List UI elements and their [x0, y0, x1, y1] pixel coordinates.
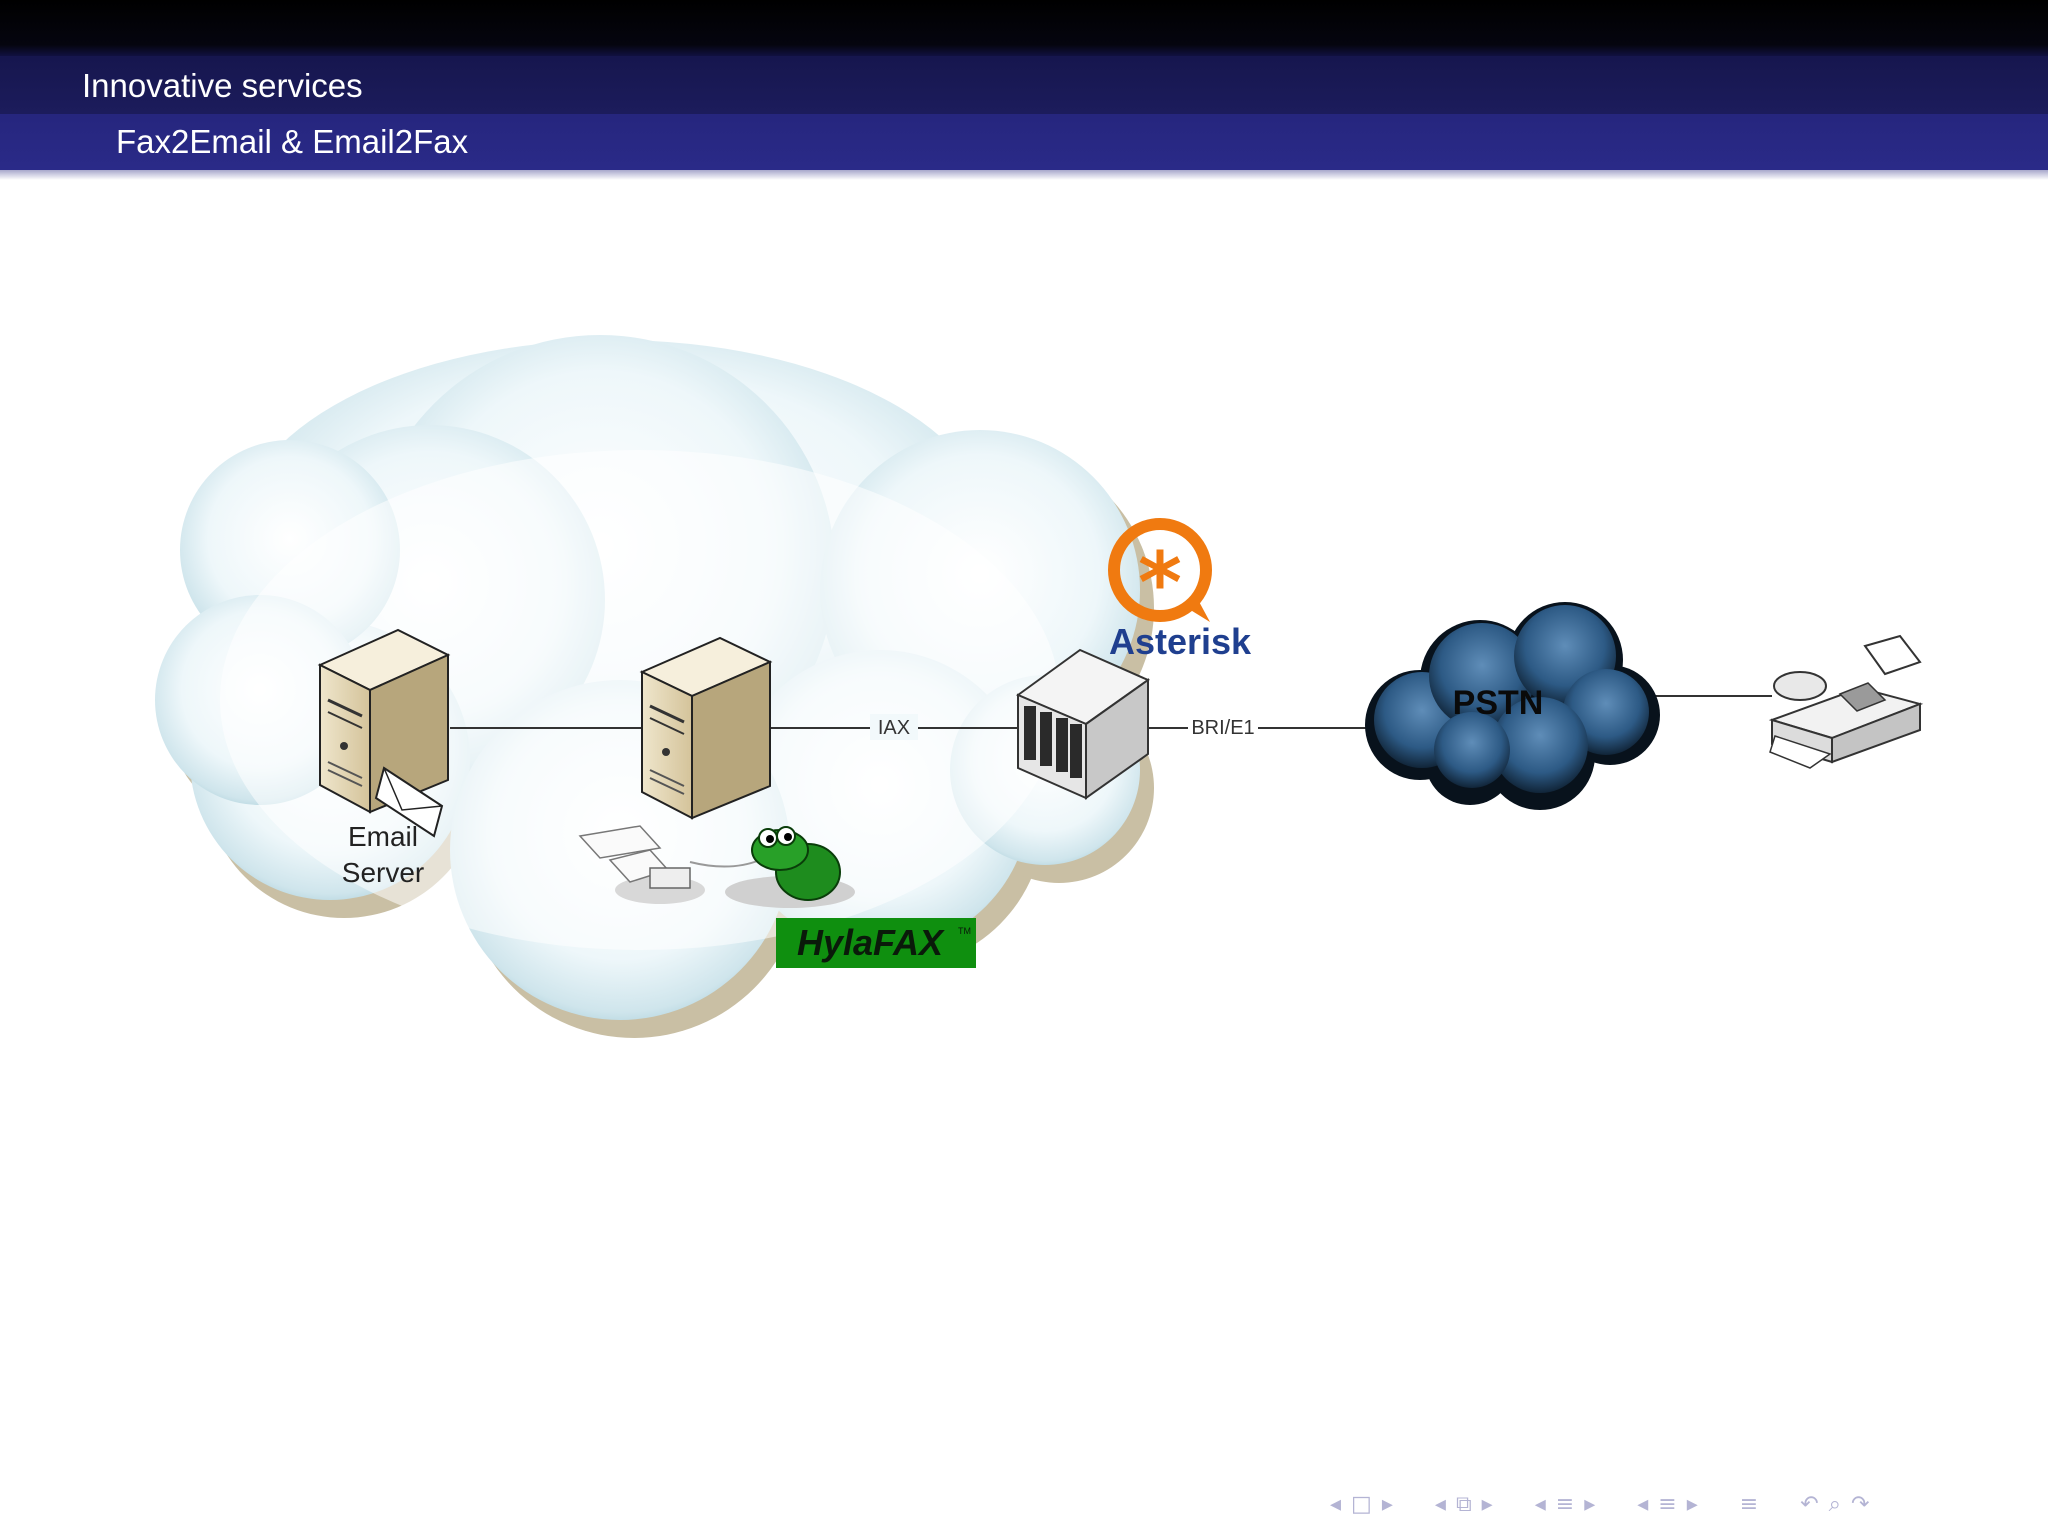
frog-icon: [751, 826, 841, 901]
section-icon[interactable]: ≡: [1555, 1492, 1575, 1517]
toc-icon[interactable]: ≡: [1739, 1492, 1759, 1517]
section-title[interactable]: Innovative services: [82, 67, 363, 104]
envelope-icon: [374, 766, 444, 838]
nav-next-icon[interactable]: ▸: [1686, 1492, 1698, 1517]
asterisk-icon: *: [1138, 534, 1182, 632]
email-server-icon[interactable]: [317, 628, 451, 838]
frame-icon[interactable]: □: [1351, 1492, 1372, 1517]
search-icon[interactable]: ⌕: [1828, 1492, 1841, 1517]
hylafax-logo: HylaFAX TM: [578, 825, 976, 968]
nav-next-icon[interactable]: ▸: [1381, 1492, 1393, 1517]
header-shadow: [0, 170, 2048, 180]
nav-prev-icon[interactable]: ◂: [1534, 1492, 1546, 1517]
iax-label: IAX: [878, 717, 910, 739]
asterisk-pbx-icon[interactable]: [1015, 648, 1151, 800]
subsection-bar: [0, 114, 2048, 170]
asterisk-logo: * Asterisk: [1108, 518, 1252, 662]
bri-e1-label: BRI/E1: [1191, 717, 1254, 739]
hylafax-tm: TM: [958, 926, 971, 936]
hylafax-logo-text: HylaFAX: [797, 922, 945, 963]
nav-prev-icon[interactable]: ◂: [1434, 1492, 1446, 1517]
pstn-label: PSTN: [1453, 684, 1544, 722]
top-bar: [0, 0, 2048, 56]
beamer-navigation: ◂ □ ▸ ◂ ⧉ ▸ ◂ ≡ ▸ ◂ ≡ ▸ ≡ ↶ ⌕ ↷: [1330, 1488, 2030, 1522]
presentation-icon[interactable]: ≡: [1658, 1492, 1677, 1517]
nav-next-icon[interactable]: ▸: [1481, 1492, 1493, 1517]
fax-machine-icon[interactable]: [1768, 634, 1924, 769]
undo-icon[interactable]: ↶: [1800, 1492, 1819, 1517]
subsection-icon[interactable]: ⧉: [1455, 1492, 1472, 1517]
section-bar: [0, 56, 2048, 114]
email-server-label-line1: Email: [348, 821, 418, 852]
asterisk-logo-text: Asterisk: [1109, 621, 1252, 662]
nav-next-icon[interactable]: ▸: [1584, 1492, 1596, 1517]
pstn-cloud[interactable]: [1365, 602, 1660, 810]
subsection-title[interactable]: Fax2Email & Email2Fax: [116, 123, 469, 160]
nav-prev-icon[interactable]: ◂: [1330, 1492, 1342, 1517]
email-server-label-line2: Server: [342, 857, 424, 888]
redo-icon[interactable]: ↷: [1850, 1492, 1870, 1517]
hylafax-server-icon[interactable]: [639, 636, 773, 820]
nav-prev-icon[interactable]: ◂: [1637, 1492, 1649, 1517]
